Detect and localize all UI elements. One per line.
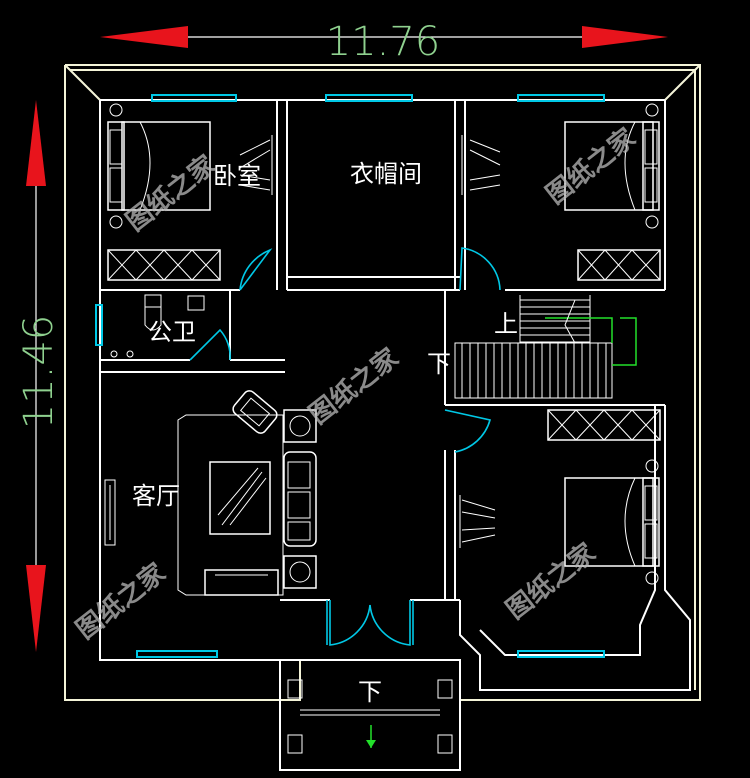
tv-cabinet: [104, 479, 116, 546]
entrance-down-label: 下: [358, 678, 382, 706]
watermarks: 图纸之家 图纸之家 图纸之家 图纸之家 图纸之家: [70, 122, 641, 645]
living-furniture: [177, 390, 317, 596]
height-label: 11.46: [16, 315, 62, 430]
interior-walls: [100, 100, 665, 601]
height-arrow-bottom: [26, 565, 46, 652]
watermark-3: 图纸之家: [303, 342, 404, 430]
height-arrow-top: [26, 100, 46, 186]
width-arrow-right: [582, 26, 668, 48]
windows: [95, 94, 605, 658]
wall-lamps: [239, 135, 501, 548]
entrance-steps: 下: [279, 659, 461, 771]
watermark-1: 图纸之家: [120, 149, 221, 237]
watermark-2: 图纸之家: [540, 122, 641, 210]
doors: [189, 247, 501, 646]
bed-left: [107, 103, 211, 229]
room-label-cloakroom: 衣帽间: [350, 160, 422, 188]
bed-right-bottom: [564, 459, 660, 585]
staircase: 上 下: [427, 295, 637, 399]
wardrobes: [107, 249, 661, 441]
bed-right-top: [564, 103, 660, 229]
width-dimension: 11.76: [100, 19, 668, 65]
watermark-4: 图纸之家: [70, 557, 171, 645]
width-label: 11.76: [326, 19, 441, 65]
stair-up-label: 上: [494, 310, 518, 338]
width-arrow-left: [100, 26, 188, 48]
room-label-living: 客厅: [132, 482, 180, 510]
stair-down-label: 下: [427, 350, 451, 378]
height-dimension: 11.46: [16, 100, 62, 652]
watermark-5: 图纸之家: [500, 537, 601, 625]
room-label-bathroom: 公卫: [148, 318, 196, 346]
bathroom-fixtures: [110, 294, 205, 358]
room-label-bedroom: 卧室: [213, 162, 261, 190]
